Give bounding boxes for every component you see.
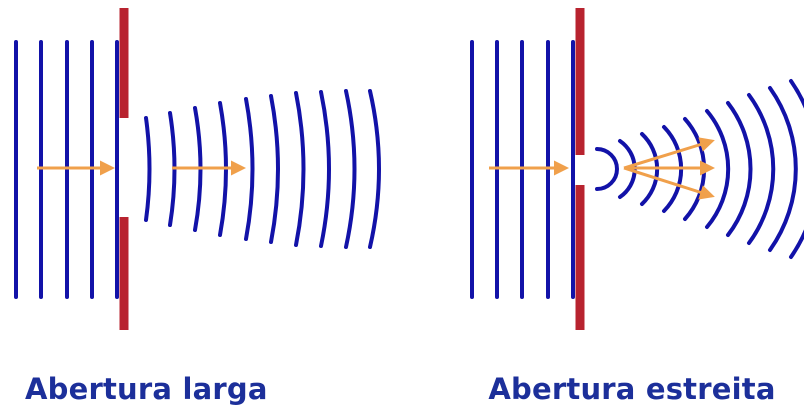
diffracted-wavefront xyxy=(346,91,355,247)
diffracted-wavefront xyxy=(749,95,773,243)
spread-arrow-up xyxy=(624,141,712,168)
diffracted-wavefront xyxy=(370,91,379,247)
diffracted-wavefront xyxy=(597,149,617,189)
spread-arrow-down xyxy=(624,168,712,196)
diffracted-wavefront xyxy=(146,118,150,220)
diffracted-wavefront xyxy=(321,92,329,246)
wide-aperture-panel xyxy=(16,8,379,330)
diffracted-wavefront xyxy=(271,96,278,242)
narrow-aperture-panel xyxy=(472,8,804,330)
caption-wide-aperture: Abertura larga xyxy=(25,372,265,406)
diffracted-wavefront xyxy=(246,99,253,239)
diffracted-wavefront xyxy=(296,93,304,245)
caption-narrow-aperture: Abertura estreita xyxy=(482,372,782,406)
diffracted-wavefront xyxy=(728,103,751,235)
